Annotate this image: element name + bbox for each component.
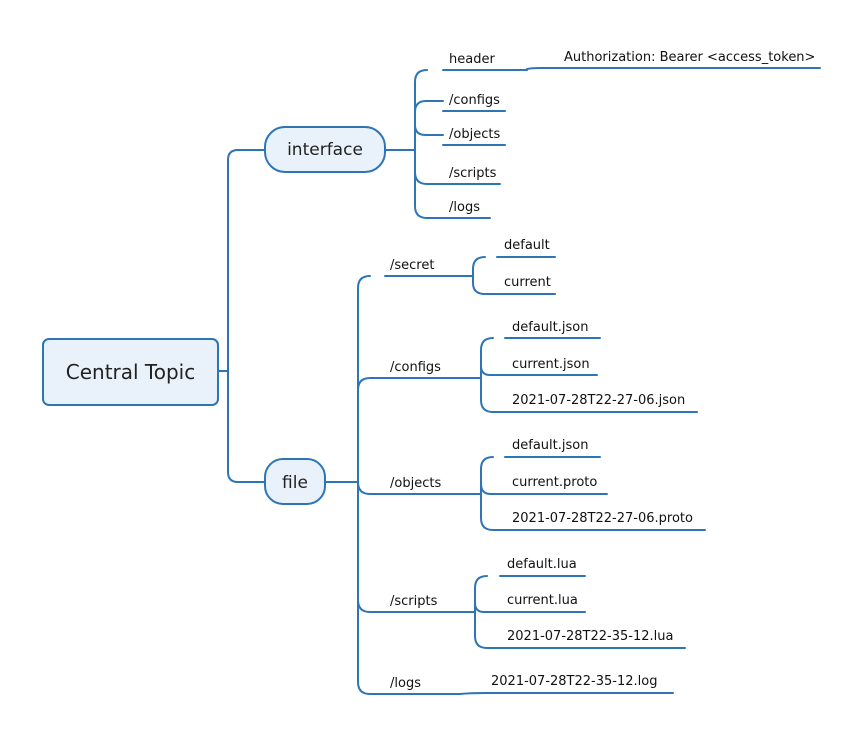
node-file-configs[interactable]: /configs — [390, 360, 441, 375]
node-file-scripts[interactable]: /scripts — [390, 594, 438, 609]
file-label: file — [282, 473, 308, 493]
node-secret-default[interactable]: default — [504, 238, 550, 253]
node-interface-scripts[interactable]: /scripts — [449, 166, 497, 181]
connector-scripts-children — [474, 575, 501, 649]
interface-children: header Authorization: Bearer <access_tok… — [449, 50, 815, 215]
connector-objects-children — [474, 456, 506, 531]
node-objects-current[interactable]: current.proto — [512, 475, 597, 490]
node-secret-current[interactable]: current — [504, 275, 551, 290]
node-interface-objects[interactable]: /objects — [449, 127, 500, 142]
file-node[interactable]: file — [264, 458, 326, 505]
node-logs-dated[interactable]: 2021-07-28T22-35-12.log — [491, 674, 657, 689]
interface-node[interactable]: interface — [264, 126, 386, 173]
node-header[interactable]: header — [449, 52, 495, 67]
node-file-logs[interactable]: /logs — [390, 676, 421, 691]
node-file-objects[interactable]: /objects — [390, 476, 441, 491]
node-file-secret[interactable]: /secret — [390, 258, 434, 273]
node-objects-default[interactable]: default.json — [512, 438, 588, 453]
node-interface-logs[interactable]: /logs — [449, 200, 480, 215]
connector-configs-children — [474, 337, 506, 413]
interface-box[interactable] — [264, 126, 386, 173]
node-configs-current[interactable]: current.json — [512, 357, 590, 372]
central-topic-node[interactable]: Central Topic — [42, 338, 219, 406]
connector-header-auth — [526, 67, 541, 70]
node-configs-dated[interactable]: 2021-07-28T22-27-06.json — [512, 393, 685, 408]
connector-central-branches — [217, 149, 266, 483]
interface-label: interface — [287, 140, 363, 160]
file-box[interactable] — [264, 458, 326, 505]
node-scripts-current[interactable]: current.lua — [507, 593, 578, 608]
connector-logs-child — [459, 692, 486, 695]
node-objects-dated[interactable]: 2021-07-28T22-27-06.proto — [512, 511, 693, 526]
file-children: /secret default current /configs default… — [390, 238, 693, 691]
node-scripts-dated[interactable]: 2021-07-28T22-35-12.lua — [507, 629, 673, 644]
connector-file-children — [324, 275, 386, 695]
node-authorization[interactable]: Authorization: Bearer <access_token> — [564, 50, 815, 65]
node-interface-configs[interactable]: /configs — [449, 93, 500, 108]
connector-interface-children — [384, 69, 444, 219]
central-topic-box[interactable] — [42, 338, 219, 406]
node-scripts-default[interactable]: default.lua — [507, 557, 577, 572]
node-configs-default[interactable]: default.json — [512, 320, 588, 335]
underlines — [384, 67, 821, 695]
connector-secret-children — [459, 256, 498, 295]
central-topic-label: Central Topic — [66, 360, 195, 384]
